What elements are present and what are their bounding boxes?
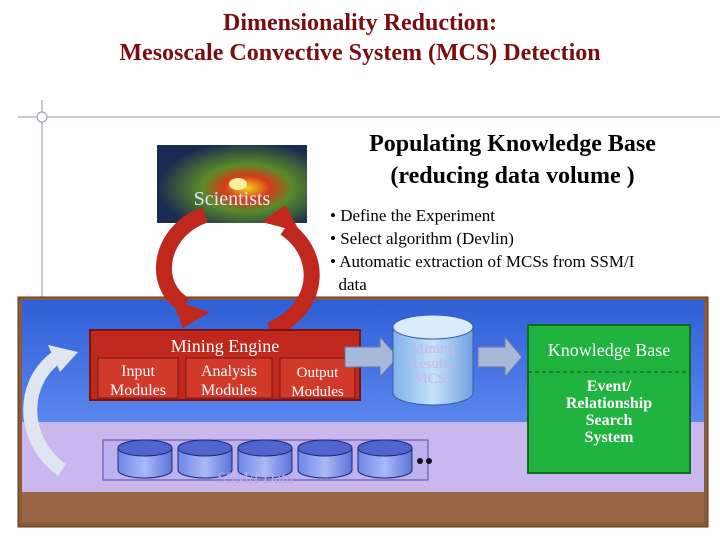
ellipsis-dot-1 <box>417 458 423 464</box>
title-line-2: Mesoscale Convective System (MCS) Detect… <box>119 40 601 66</box>
loop-arrow-right <box>266 221 320 338</box>
title-line-1: Dimensionality Reduction: <box>222 10 497 36</box>
kb-heading-line-2: (reducing data volume ) <box>390 163 635 189</box>
bullet-item: data <box>330 275 367 294</box>
output-modules-box <box>279 357 356 399</box>
input-modules-box <box>97 357 179 399</box>
output-arrow <box>344 335 399 379</box>
mining-results-cylinder-top <box>392 314 474 340</box>
feedback-arrow <box>23 349 67 476</box>
loop-arrow-left <box>155 207 209 312</box>
knowledge-base-box <box>527 324 691 474</box>
search-system-line-1: Event/ <box>586 378 632 395</box>
input-modules-label: Input Modules <box>110 363 166 399</box>
search-system-label: Event/ Relationship Search System <box>528 378 690 446</box>
kb-arrow <box>477 335 523 379</box>
knowledge-base-heading: Populating Knowledge Base (reducing data… <box>335 128 690 192</box>
storm-eye <box>229 178 247 190</box>
analysis-modules-box <box>185 357 273 399</box>
bullet-list: • Define the Experiment • Select algorit… <box>330 204 710 296</box>
loop-arrowhead-right <box>262 205 300 232</box>
ssmi-cylinders <box>117 439 413 479</box>
mining-results-line-2: Results: <box>408 356 458 372</box>
feedback-arrowhead <box>48 345 78 372</box>
mining-results-cylinder <box>392 327 474 406</box>
mining-results-label: Mining Results: MCSs <box>392 342 474 387</box>
kb-heading-line-1: Populating Knowledge Base <box>369 131 656 157</box>
knowledge-base-title: Knowledge Base <box>547 340 671 360</box>
mining-results-line-1: Mining <box>410 341 456 357</box>
bullet-item: • Select algorithm (Devlin) <box>330 229 514 248</box>
bullet-item: • Define the Experiment <box>330 206 496 225</box>
search-system-line-3: Search <box>585 412 633 429</box>
output-modules-label: Output Modules <box>291 365 344 400</box>
search-system-line-4: System <box>584 429 634 446</box>
ssmi-data-label: SSM/I Data <box>217 470 293 487</box>
system-panel-bottom <box>22 492 704 522</box>
loop-arrowhead-left <box>172 300 210 328</box>
analysis-modules-label: Analysis Modules <box>201 363 257 399</box>
mining-engine-label: Mining Engine <box>170 336 280 356</box>
ellipsis-dot-2 <box>426 458 432 464</box>
mining-results-line-3: MCSs <box>414 371 452 387</box>
scientists-label: Scientists <box>193 188 271 210</box>
rule-node <box>36 111 48 123</box>
slide-title: Dimensionality Reduction: Mesoscale Conv… <box>0 8 720 68</box>
search-system-line-2: Relationship <box>565 395 653 412</box>
bullet-item: • Automatic extraction of MCSs from SSM/… <box>330 252 635 271</box>
